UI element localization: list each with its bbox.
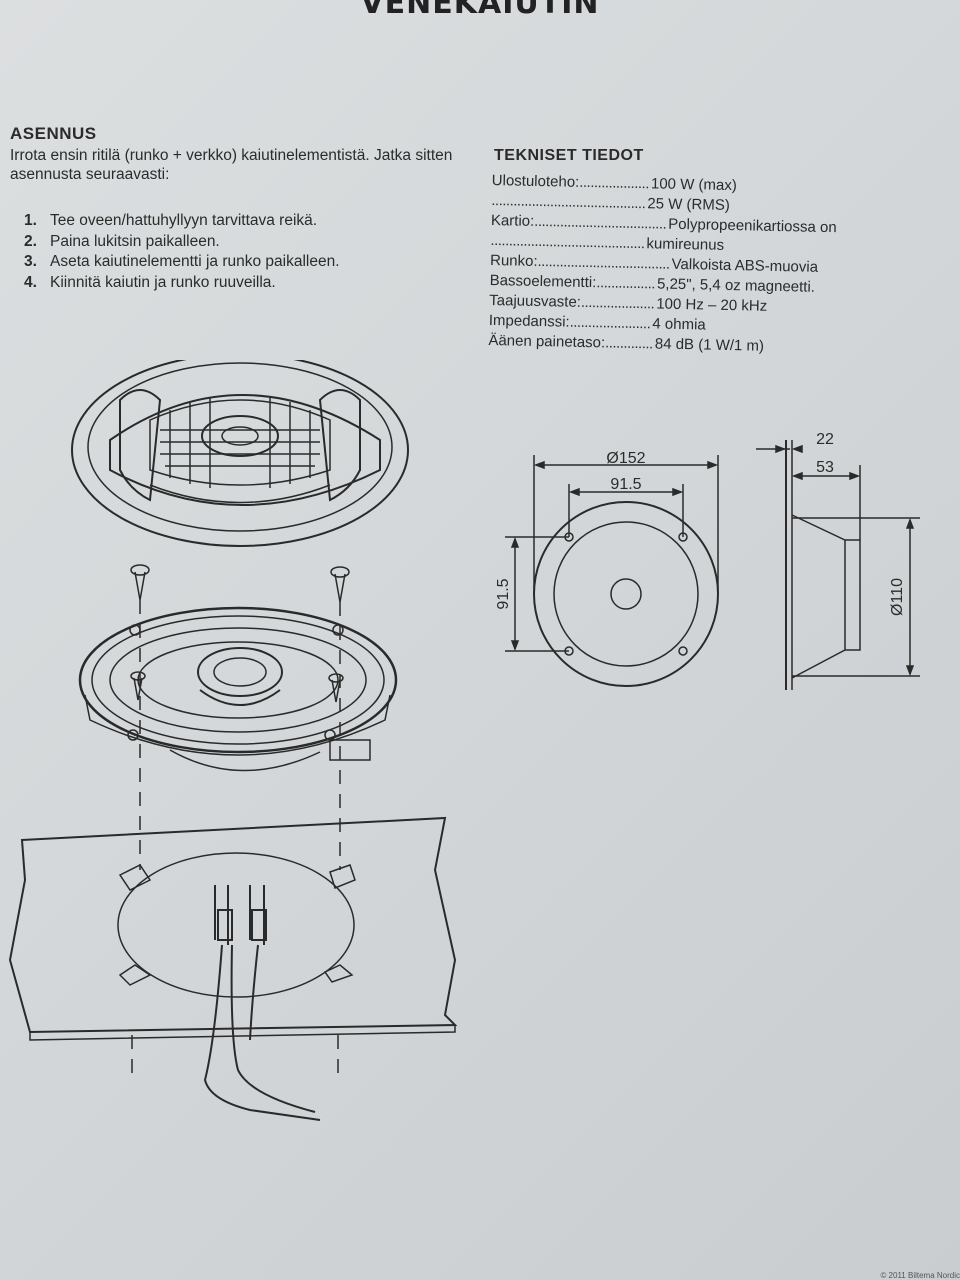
center-hole (610, 578, 642, 610)
tech-heading: TEKNISET TIEDOT (494, 147, 644, 164)
outer-diameter-label: Ø152 (606, 450, 645, 467)
install-steps: 1.Tee oveen/hattuhyllyyn tarvittava reik… (24, 212, 340, 294)
mount-hole (678, 646, 688, 656)
hole-spacing-h-label: 91.5 (610, 476, 641, 493)
install-step: 1.Tee oveen/hattuhyllyyn tarvittava reik… (24, 212, 318, 229)
hole-spacing-v-label: 91.5 (495, 578, 512, 609)
install-step: 2.Paina lukitsin paikalleen. (24, 232, 220, 250)
magnet-diameter-label: Ø110 (889, 578, 906, 616)
speaker-outline (533, 501, 719, 687)
screw-drawing (130, 564, 350, 703)
guide-lines (131, 600, 341, 1080)
speaker-grille-drawing (71, 360, 409, 547)
front-dimension-drawing: Ø152 91.5 91.5 (495, 450, 719, 687)
speaker-inner-ring (553, 521, 699, 667)
mounting-panel-drawing (8, 816, 458, 1041)
spec-table: Ulostuloteho:...................100 W (m… (488, 169, 892, 357)
install-step: 3.Aseta kaiutinelementti ja runko paikal… (24, 253, 340, 270)
flange-depth-label: 22 (816, 431, 834, 448)
page-title: VENEKAIUTIN (360, 0, 600, 21)
speaker-element-drawing (78, 606, 398, 772)
install-heading: ASENNUS (10, 124, 97, 143)
speaker-cable-drawing (203, 885, 321, 1121)
total-depth-label: 53 (816, 459, 834, 476)
copyright-footer: © 2011 Biltema Nordic (880, 1271, 960, 1280)
install-intro: Irrota ensin ritilä (runko + verkko) kai… (10, 147, 453, 183)
install-step: 4.Kiinnitä kaiutin ja runko ruuveilla. (24, 273, 276, 291)
installation-exploded-drawing (8, 360, 458, 1121)
side-dimension-drawing: 22 53 Ø110 (756, 431, 920, 690)
